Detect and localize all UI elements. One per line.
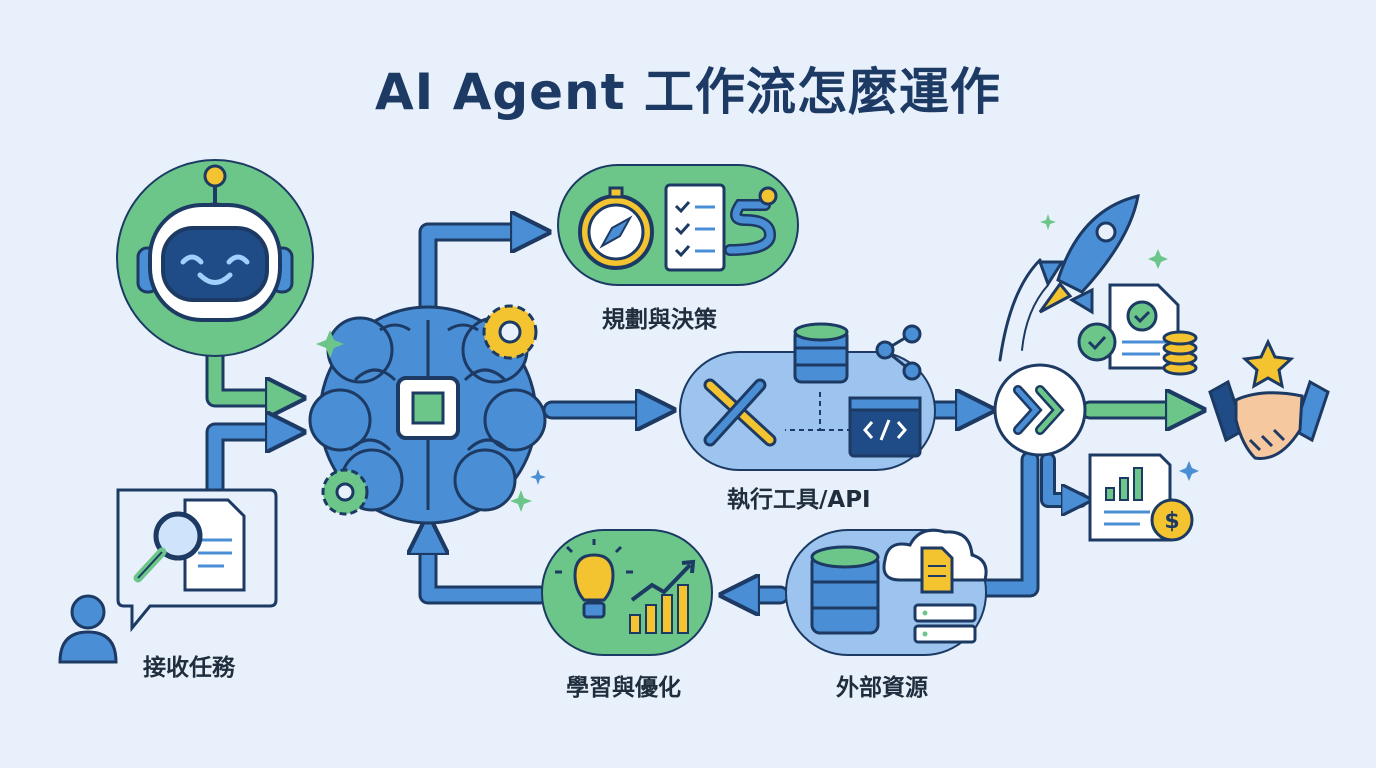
gear-icon: [321, 468, 369, 516]
execute-pill: [679, 322, 936, 471]
step-label-execute: 執行工具/API: [727, 487, 871, 513]
step-label-plan: 規劃與決策: [602, 307, 717, 333]
robot-avatar: [116, 159, 314, 357]
code-window-icon: [848, 396, 922, 458]
report-icon: $: [1088, 453, 1194, 542]
brain-icon: [308, 305, 547, 525]
step-label-receive: 接收任務: [143, 655, 235, 681]
step-label-external: 外部資源: [836, 675, 928, 701]
rocket-trail: [998, 258, 1042, 362]
route-icon: [724, 186, 778, 256]
external-pill: [785, 528, 988, 656]
arrow-hub-to-external: [975, 450, 1040, 598]
sparkle-icon: [316, 330, 546, 512]
server-icon: [913, 603, 977, 644]
hub-icon: [993, 363, 1087, 457]
coins-icon: [1162, 330, 1198, 376]
star-icon: [1241, 338, 1295, 389]
gear-icon: [482, 304, 538, 360]
compass-icon: [578, 186, 654, 270]
checklist-icon: [664, 183, 726, 272]
database-icon: [793, 322, 849, 384]
lightbulb-icon: [555, 539, 633, 619]
database-icon: [810, 545, 880, 635]
learn-pill: [541, 529, 713, 656]
page-title: AI Agent 工作流怎麼運作: [374, 63, 1001, 121]
handshake-icon: [1208, 379, 1330, 460]
arrow-robot-to-brain: [205, 340, 300, 408]
rocket-icon: [1037, 193, 1140, 315]
sparkle-icon: [1040, 214, 1199, 481]
flow-arrows: [205, 222, 1190, 605]
task-card: [116, 488, 278, 633]
user-icon: [58, 594, 118, 664]
svg-text:$: $: [1164, 509, 1179, 534]
arrow-brain-to-plan: [418, 222, 545, 315]
plan-pill: [557, 164, 799, 286]
arrow-task-to-brain: [205, 422, 300, 498]
cloud-document-icon: [882, 528, 988, 594]
arrow-learn-to-brain: [418, 520, 550, 605]
share-icon: [875, 324, 922, 381]
step-label-learn: 學習與優化: [566, 675, 681, 701]
growth-chart-icon: [629, 559, 696, 634]
approved-document-icon: [1077, 283, 1180, 370]
wrench-icon: [703, 378, 777, 447]
